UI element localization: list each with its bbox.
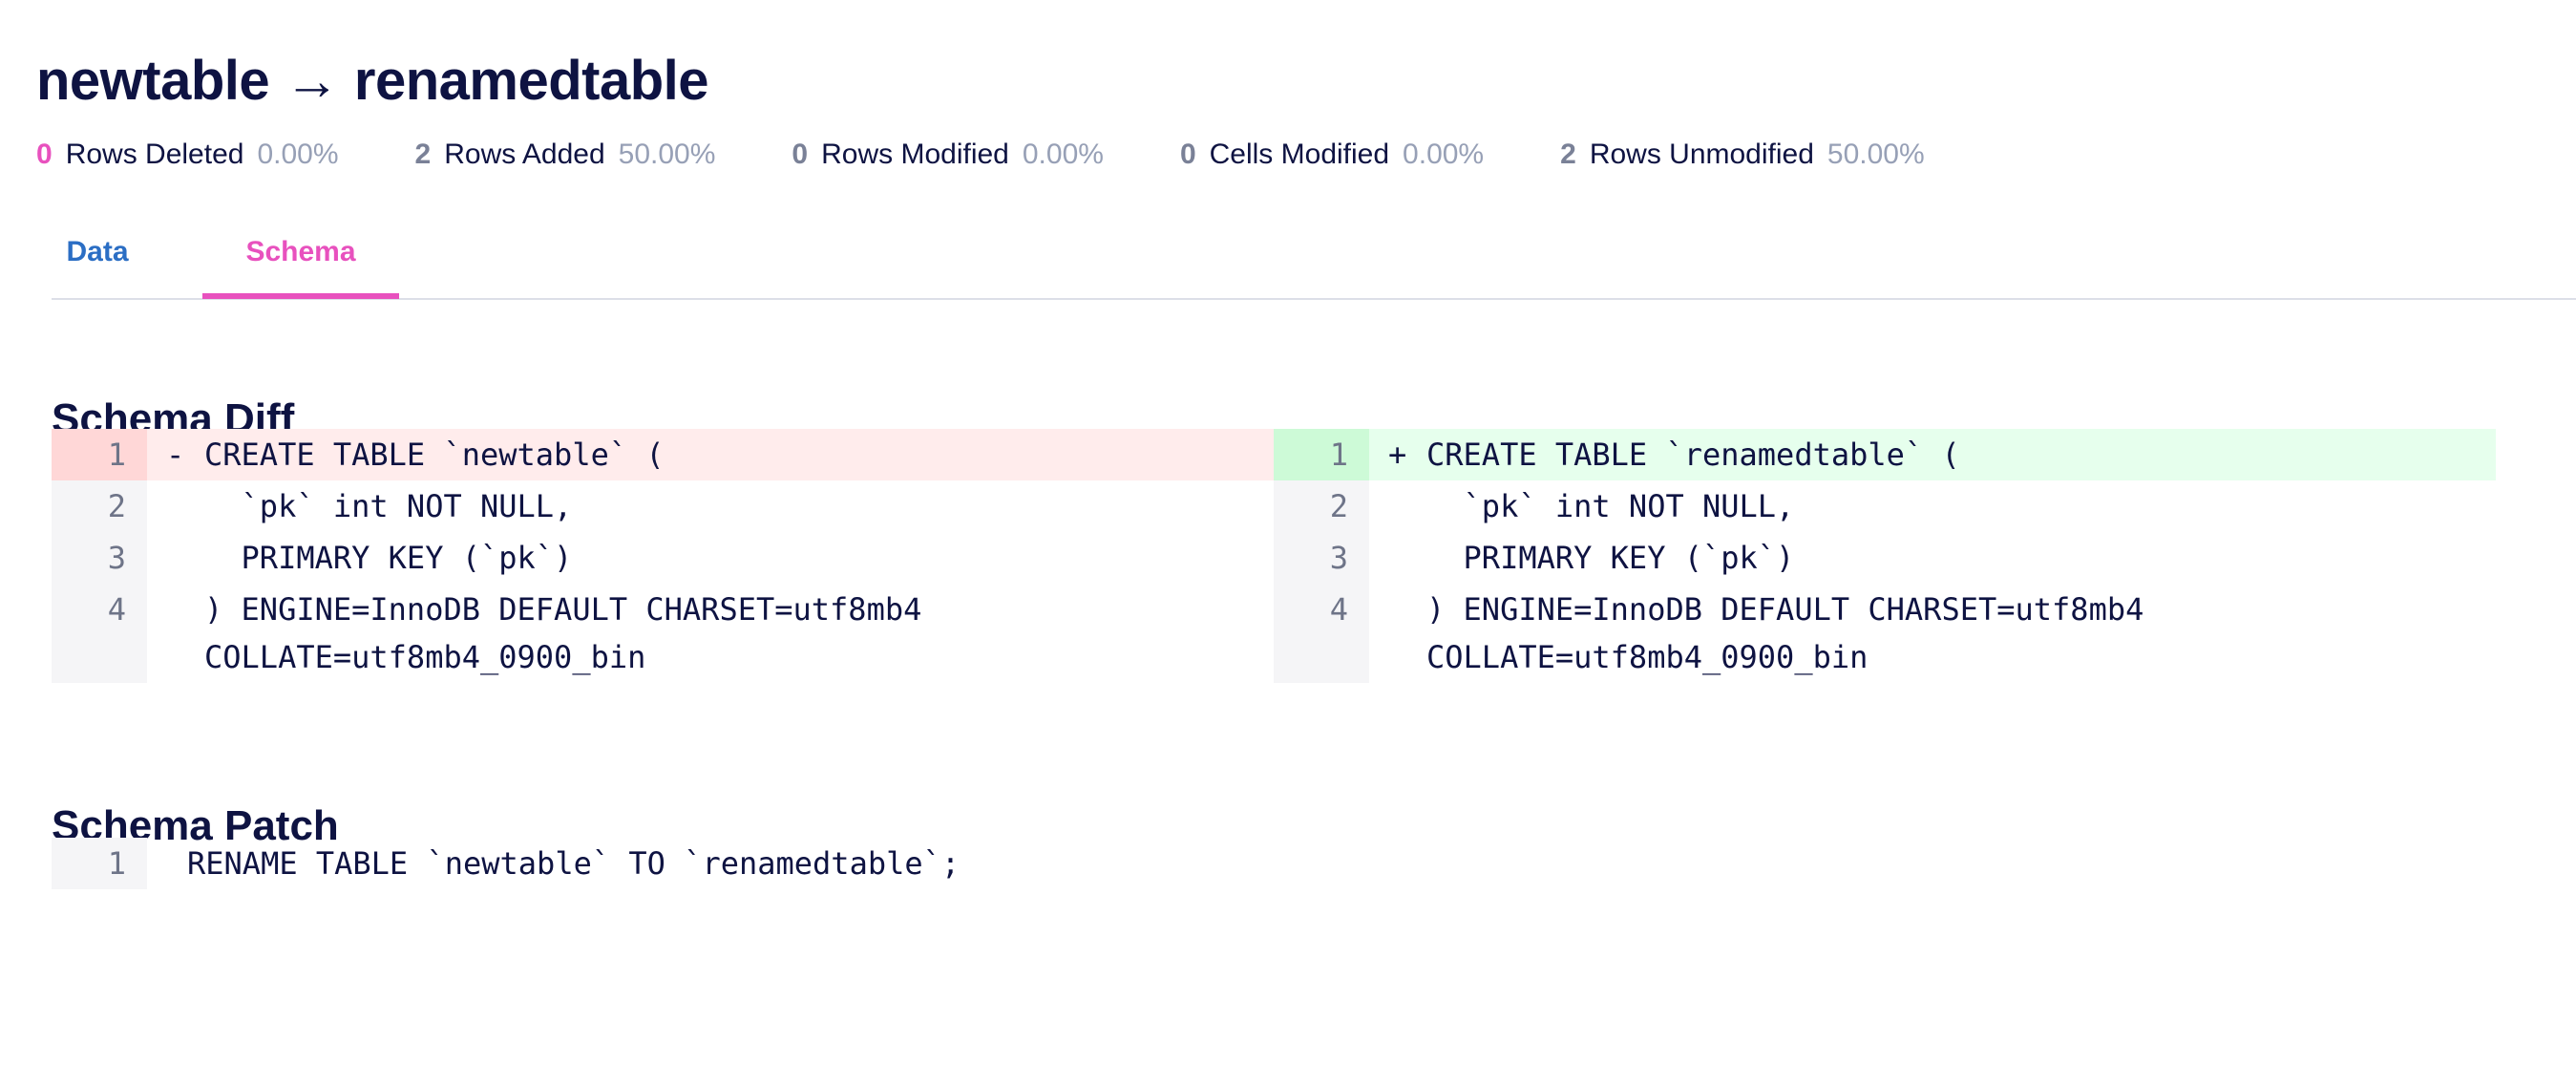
tab-bar: Data Schema: [52, 208, 2576, 300]
line-content: -CREATE TABLE `newtable` (: [147, 429, 1274, 480]
line-content: + CREATE TABLE `renamedtable` (: [1369, 429, 2496, 480]
diff-line: 2 `pk` int NOT NULL,: [52, 480, 1274, 532]
tab-schema[interactable]: Schema: [202, 208, 399, 299]
stat-percent: 0.00%: [1403, 139, 1485, 170]
line-content: PRIMARY KEY (`pk`): [147, 532, 1274, 584]
stat-count: 0: [1179, 139, 1196, 170]
stat-count: 2: [1560, 139, 1576, 170]
schema-diff-left-pane: 1 -CREATE TABLE `newtable` ( 2 `pk` int …: [52, 429, 1274, 683]
stat-label: Rows Modified: [821, 139, 1009, 170]
line-content: ) ENGINE=InnoDB DEFAULT CHARSET=utf8mb4 …: [1369, 584, 2496, 683]
added-marker: +: [1388, 437, 1407, 473]
line-text-wrapped: COLLATE=utf8mb4_0900_bin: [204, 639, 646, 675]
line-text: `pk` int NOT NULL,: [204, 488, 573, 524]
line-content: PRIMARY KEY (`pk`): [1369, 532, 2496, 584]
stat-rows-modified: 0 Rows Modified 0.00%: [792, 139, 1104, 171]
line-text: CREATE TABLE `renamedtable` (: [1426, 437, 1960, 473]
line-number: 2: [52, 480, 147, 532]
diff-line: 2 `pk` int NOT NULL,: [1274, 480, 2496, 532]
stat-rows-deleted: 0 Rows Deleted 0.00%: [36, 139, 339, 171]
line-text: ) ENGINE=InnoDB DEFAULT CHARSET=utf8mb4: [204, 591, 922, 628]
line-number: 1: [1274, 429, 1369, 480]
stat-count: 0: [36, 139, 53, 170]
line-number: 2: [1274, 480, 1369, 532]
diff-stats-bar: 0 Rows Deleted 0.00% 2 Rows Added 50.00%…: [36, 136, 2001, 174]
line-text: CREATE TABLE `newtable` (: [204, 437, 665, 473]
line-text: ) ENGINE=InnoDB DEFAULT CHARSET=utf8mb4: [1426, 591, 2144, 628]
line-content: `pk` int NOT NULL,: [1369, 480, 2496, 532]
stat-percent: 0.00%: [257, 139, 339, 170]
line-content: `pk` int NOT NULL,: [147, 480, 1274, 532]
line-text: RENAME TABLE `newtable` TO `renamedtable…: [187, 845, 961, 882]
diff-line: 3 PRIMARY KEY (`pk`): [1274, 532, 2496, 584]
line-text: `pk` int NOT NULL,: [1426, 488, 1795, 524]
stat-percent: 50.00%: [618, 139, 716, 170]
stat-rows-unmodified: 2 Rows Unmodified 50.00%: [1560, 139, 1925, 171]
removed-marker: -: [166, 437, 185, 473]
stat-label: Cells Modified: [1209, 139, 1390, 170]
page-title: newtable → renamedtable: [36, 49, 709, 112]
line-number: 4: [52, 584, 147, 683]
line-text: PRIMARY KEY (`pk`): [1426, 540, 1795, 576]
stat-label: Rows Deleted: [65, 139, 244, 170]
diff-line: 4 ) ENGINE=InnoDB DEFAULT CHARSET=utf8mb…: [52, 584, 1274, 683]
line-number: 1: [52, 838, 147, 889]
stat-label: Rows Added: [444, 139, 605, 170]
line-number: 4: [1274, 584, 1369, 683]
stat-percent: 50.00%: [1826, 139, 1925, 170]
stat-rows-added: 2 Rows Added 50.00%: [415, 139, 716, 171]
line-number: 3: [1274, 532, 1369, 584]
diff-line: 4 ) ENGINE=InnoDB DEFAULT CHARSET=utf8mb…: [1274, 584, 2496, 683]
stat-percent: 0.00%: [1022, 139, 1104, 170]
schema-patch-block: 1 RENAME TABLE `newtable` TO `renamedtab…: [52, 838, 1961, 889]
line-text: PRIMARY KEY (`pk`): [204, 540, 573, 576]
line-text-wrapped: COLLATE=utf8mb4_0900_bin: [1426, 639, 1869, 675]
patch-line: 1 RENAME TABLE `newtable` TO `renamedtab…: [52, 838, 1961, 889]
stat-label: Rows Unmodified: [1589, 139, 1814, 170]
stat-count: 0: [792, 139, 809, 170]
diff-line: 3 PRIMARY KEY (`pk`): [52, 532, 1274, 584]
stat-count: 2: [414, 139, 432, 170]
stat-cells-modified: 0 Cells Modified 0.00%: [1180, 139, 1484, 171]
schema-diff-right-pane: 1 + CREATE TABLE `renamedtable` ( 2 `pk` …: [1274, 429, 2496, 683]
diff-line-added: 1 + CREATE TABLE `renamedtable` (: [1274, 429, 2496, 480]
line-number: 3: [52, 532, 147, 584]
line-content: ) ENGINE=InnoDB DEFAULT CHARSET=utf8mb4 …: [147, 584, 1274, 683]
tab-data[interactable]: Data: [66, 236, 129, 267]
diff-line-removed: 1 -CREATE TABLE `newtable` (: [52, 429, 1274, 480]
line-number: 1: [52, 429, 147, 480]
